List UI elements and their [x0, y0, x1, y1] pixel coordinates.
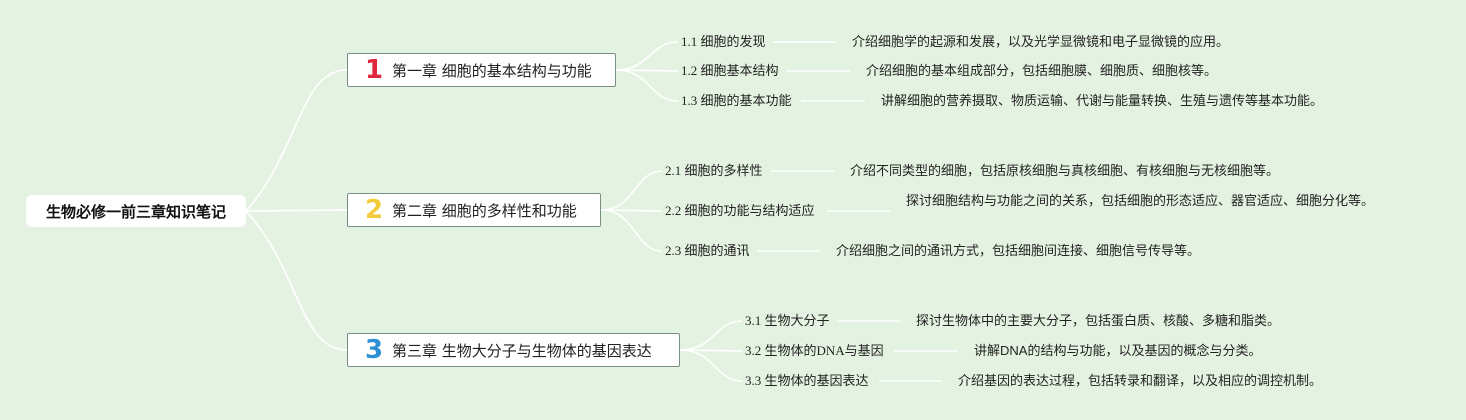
- link-ch3-s3: [679, 349, 743, 382]
- section-1-3-label[interactable]: 1.3 细胞的基本功能: [681, 93, 792, 108]
- section-3-2-label[interactable]: 3.2 生物体的DNA与基因: [745, 343, 884, 358]
- root-title: 生物必修一前三章知识笔记: [45, 202, 226, 221]
- section-2-2-desc: 探讨细胞结构与功能之间的关系，包括细胞的形态适应、器官适应、细胞分化等。: [906, 193, 1375, 208]
- link-ch3-s2: [679, 349, 743, 352]
- link-ch2-s1: [600, 170, 663, 211]
- link-root-ch2: [245, 209, 348, 212]
- section-2-1-label[interactable]: 2.1 细胞的多样性: [665, 163, 763, 178]
- link-ch3-s1: [679, 320, 743, 351]
- link-ch1-s2: [615, 69, 679, 72]
- section-3-3-desc: 介绍基因的表达过程，包括转录和翻译，以及相应的调控机制。: [958, 373, 1323, 388]
- link-ch1-s3: [615, 69, 679, 102]
- chapter-3-title: 第三章 生物大分子与生物体的基因表达: [392, 341, 652, 360]
- section-3-3-label[interactable]: 3.3 生物体的基因表达: [745, 373, 869, 388]
- section-2-3-desc: 介绍细胞之间的通讯方式，包括细胞间连接、细胞信号传导等。: [836, 243, 1201, 258]
- section-1-2-label[interactable]: 1.2 细胞基本结构: [681, 63, 779, 78]
- number-3-icon: 3: [364, 335, 384, 365]
- number-2-icon: 2: [364, 195, 384, 225]
- chapter-1-title: 第一章 细胞的基本结构与功能: [392, 61, 592, 80]
- link-ch1-s1: [615, 41, 679, 71]
- section-2-2-label[interactable]: 2.2 细胞的功能与结构适应: [665, 203, 815, 218]
- chapter-1-node[interactable]: 1 第一章 细胞的基本结构与功能: [347, 53, 616, 87]
- section-3-2-desc: 讲解DNA的结构与功能，以及基因的概念与分类。: [974, 343, 1262, 358]
- section-3-1-label[interactable]: 3.1 生物大分子: [745, 313, 830, 328]
- section-2-3-label[interactable]: 2.3 细胞的通讯: [665, 243, 750, 258]
- link-root-ch1: [245, 69, 348, 212]
- link-ch2-s3: [600, 209, 663, 252]
- chapter-2-title: 第二章 细胞的多样性和功能: [392, 201, 577, 220]
- section-2-1-desc: 介绍不同类型的细胞，包括原核细胞与真核细胞、有核细胞与无核细胞等。: [850, 163, 1280, 178]
- link-root-ch3: [245, 210, 348, 351]
- chapter-3-node[interactable]: 3 第三章 生物大分子与生物体的基因表达: [347, 333, 680, 367]
- section-1-3-desc: 讲解细胞的营养摄取、物质运输、代谢与能量转换、生殖与遗传等基本功能。: [881, 93, 1324, 108]
- number-1-icon: 1: [364, 55, 384, 85]
- link-ch2-s2: [600, 209, 663, 212]
- root-node[interactable]: 生物必修一前三章知识笔记: [26, 195, 246, 227]
- section-1-2-desc: 介绍细胞的基本组成部分，包括细胞膜、细胞质、细胞核等。: [866, 63, 1218, 78]
- section-1-1-desc: 介绍细胞学的起源和发展，以及光学显微镜和电子显微镜的应用。: [852, 34, 1230, 49]
- section-3-1-desc: 探讨生物体中的主要大分子，包括蛋白质、核酸、多糖和脂类。: [916, 313, 1281, 328]
- chapter-2-node[interactable]: 2 第二章 细胞的多样性和功能: [347, 193, 601, 227]
- section-1-1-label[interactable]: 1.1 细胞的发现: [681, 34, 766, 49]
